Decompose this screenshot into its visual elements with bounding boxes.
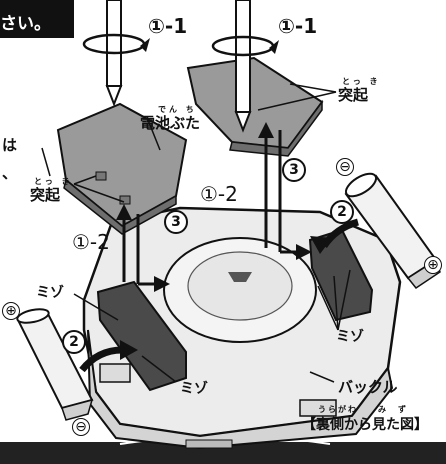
leader-lines (41, 83, 351, 383)
groove-label-left-top: ミゾ (36, 285, 64, 301)
step-2-badge-left: 2 (62, 330, 86, 354)
battery-cover-label: 電池ぶた (140, 114, 201, 132)
step-1-1-label-left: ①-1 (148, 14, 188, 38)
lift-arrows-left (116, 204, 170, 292)
step-1-2-label-right: ①-2 (200, 182, 238, 206)
protrusion-label-left: 突起 (30, 186, 61, 204)
protrusion-label-right: 突起 (338, 86, 369, 104)
step-1-2-label-left: ①-2 (72, 230, 110, 254)
screwdriver-right (211, 0, 279, 133)
instruction-header-text: さい。 (0, 14, 51, 34)
minus-symbol-left: ⊖ (72, 418, 90, 436)
groove-label-left-bottom: ミゾ (180, 381, 208, 397)
buckle-label: バックル (338, 378, 398, 396)
partial-text-2: 、 (2, 164, 18, 182)
plus-symbol-left: ⊕ (2, 302, 20, 320)
plus-symbol-right: ⊕ (424, 256, 442, 274)
protrusion-ruby-left: とっ き (34, 177, 73, 186)
step-3-badge-left: 3 (164, 210, 188, 234)
buckle-body (82, 206, 402, 450)
lift-arrows-right (258, 122, 312, 260)
left-battery-cavity (96, 280, 187, 392)
view-caption: 【裏側から見た図】 (302, 417, 428, 433)
partial-text-1: は (2, 136, 18, 154)
groove-label-right: ミゾ (336, 329, 364, 345)
bottom-band (0, 442, 446, 464)
battery-left (16, 308, 94, 421)
battery-cover-ruby: でん ち (158, 105, 197, 114)
view-caption-ruby: うらがわ み ず (318, 405, 408, 414)
step-2-badge-right: 2 (330, 200, 354, 224)
step-1-1-label-right: ①-1 (278, 14, 318, 38)
battery-cover-right (186, 56, 324, 157)
step-3-badge-right: 3 (282, 158, 306, 182)
protrusion-ruby-right: とっ き (342, 77, 381, 86)
minus-symbol-right: ⊖ (336, 158, 354, 176)
instruction-header: さい。 (0, 0, 74, 38)
insert-arrow-left (79, 346, 123, 373)
screwdriver-left (82, 0, 150, 107)
